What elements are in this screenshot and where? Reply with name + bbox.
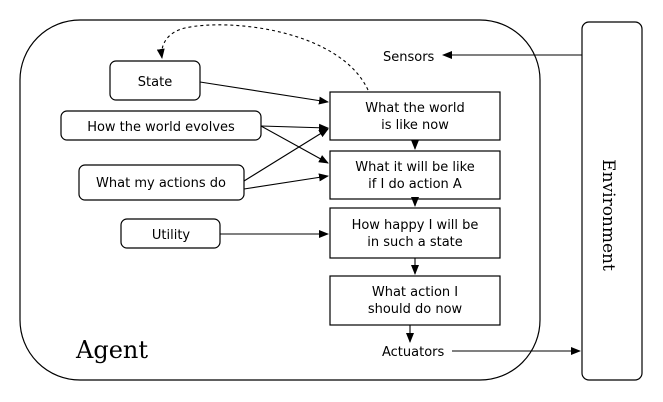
action-effect-line2: if I do action A (368, 177, 462, 192)
action-effect-box (329, 150, 501, 200)
sensors-to-state-dashed-arrow (156, 24, 369, 91)
happiness-box (329, 207, 501, 259)
action-effect-line1: What it will be like (355, 160, 474, 175)
environment-box (581, 21, 643, 381)
actions-do-box (78, 164, 245, 201)
happiness-line2: in such a state (367, 235, 463, 250)
actions-do-label: What my actions do (96, 176, 226, 191)
world-evolves-label: How the world evolves (87, 120, 235, 135)
utility-label: Utility (152, 228, 191, 243)
sensors-label: Sensors (383, 50, 435, 65)
world-now-line2: is like now (381, 118, 449, 133)
actions-do-to-action-effect-arrow (243, 173, 329, 190)
state-label: State (138, 75, 172, 90)
decision-box (329, 275, 501, 326)
actuators-label: Actuators (382, 345, 445, 360)
world-evolves-to-world-now-arrow (260, 123, 329, 132)
state-to-world-now-arrow (199, 81, 329, 105)
decision-line2: should do now (368, 302, 463, 317)
state-box (109, 60, 201, 101)
happiness-line1: How happy I will be (352, 218, 479, 233)
world-evolves-box (60, 110, 262, 141)
agent-label: Agent (75, 336, 148, 364)
world-evolves-to-action-effect-arrow (260, 125, 329, 164)
decision-line1: What action I (372, 285, 458, 300)
world-now-box (329, 91, 501, 141)
environment-label: Environment (598, 159, 618, 271)
actions-do-to-world-now-arrow (243, 128, 329, 182)
world-now-line1: What the world (365, 101, 465, 116)
